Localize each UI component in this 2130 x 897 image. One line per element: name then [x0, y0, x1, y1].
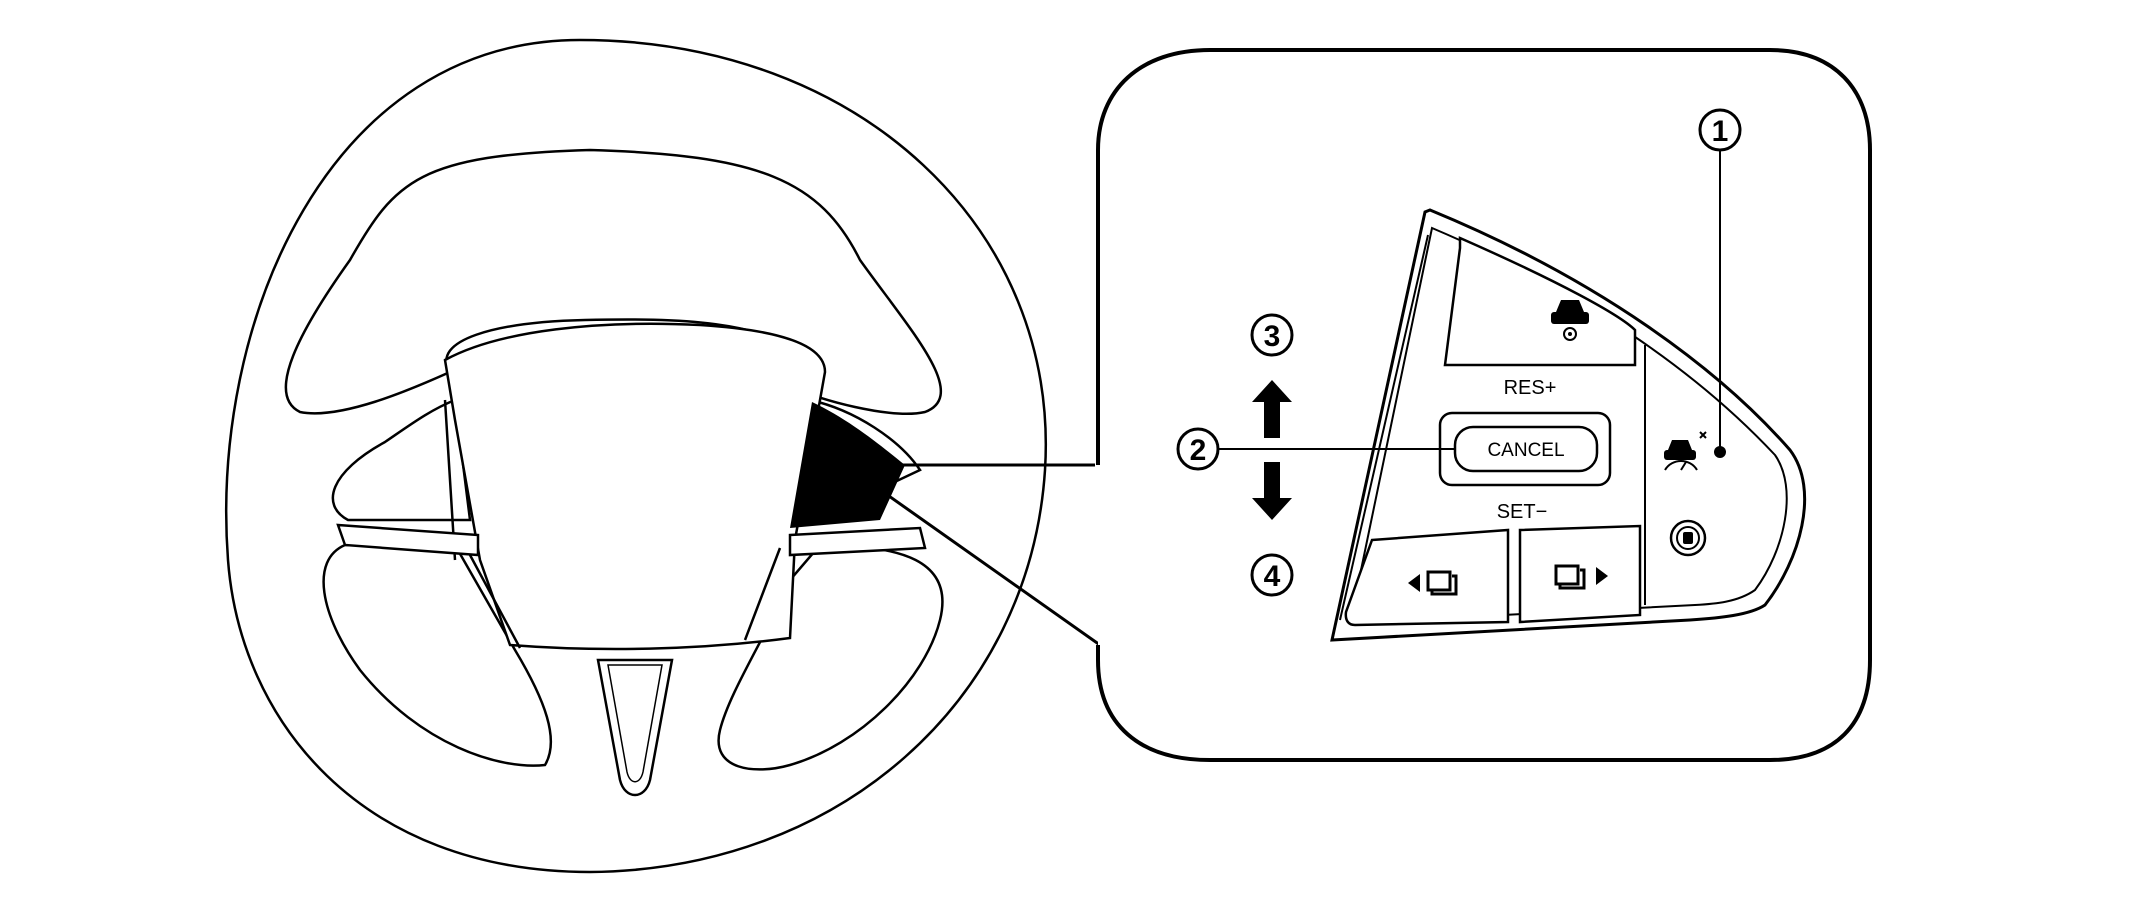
callout-1: 1	[1698, 108, 1742, 458]
inset-panel: RES+ CANCEL SET−	[1096, 48, 1872, 762]
wheel-lower-left-opening	[322, 543, 553, 767]
set-minus-label: SET−	[1497, 501, 1548, 523]
callout-4: 4	[1250, 553, 1294, 597]
wheel-left-opening	[331, 398, 472, 522]
right-display-button[interactable]	[1518, 524, 1642, 624]
left-display-button[interactable]	[1344, 528, 1510, 627]
svg-text:1: 1	[1712, 115, 1729, 148]
left-display-arrow-icon	[1408, 570, 1458, 596]
callout-2: 2	[1176, 427, 1455, 471]
cruise-main-switch-icon[interactable]	[1669, 519, 1707, 557]
down-arrow-icon	[1252, 462, 1292, 520]
wheel-upper-opening	[284, 148, 943, 415]
distance-control-assist-icon[interactable]	[1664, 431, 1707, 471]
cancel-label: CANCEL	[1487, 440, 1564, 461]
svg-text:3: 3	[1264, 320, 1281, 353]
res-plus-label: RES+	[1504, 377, 1557, 399]
svg-text:2: 2	[1190, 434, 1207, 467]
vehicle-distance-icon	[1551, 300, 1589, 341]
steering-wheel	[224, 38, 1048, 874]
wheel-lower-right-opening	[717, 543, 944, 771]
svg-text:4: 4	[1264, 560, 1281, 593]
zoom-leader-lines	[844, 463, 1101, 647]
right-display-arrow-icon	[1554, 564, 1608, 590]
up-arrow-icon	[1252, 380, 1292, 438]
callout-3: 3	[1250, 313, 1294, 357]
distance-button[interactable]	[1443, 236, 1637, 367]
cancel-button[interactable]	[1438, 411, 1612, 487]
wheel-center-hub	[443, 322, 827, 651]
